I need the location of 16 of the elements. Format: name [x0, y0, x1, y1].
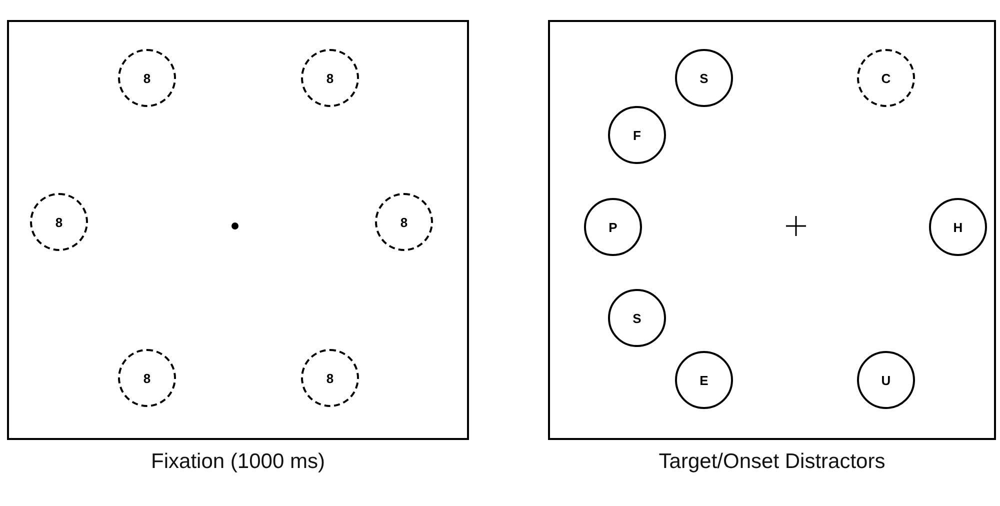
dashed-circle-label: C: [857, 49, 915, 107]
panel-caption: Target/Onset Distractors: [658, 450, 886, 474]
dashed-circle-label: 8: [375, 193, 433, 251]
letter-circle-label: S: [675, 49, 733, 107]
dashed-circle-label: 8: [118, 49, 176, 107]
letter-circle-label: F: [608, 106, 666, 164]
dashed-circle-label: 8: [301, 349, 359, 407]
letter-circle-label: S: [608, 289, 666, 347]
letter-circle-label: H: [929, 198, 987, 256]
letter-circle-label: P: [584, 198, 642, 256]
letter-circle-label: E: [675, 351, 733, 409]
letter-circle-label: U: [857, 351, 915, 409]
dashed-circle-label: 8: [301, 49, 359, 107]
dashed-circle-label: 8: [118, 349, 176, 407]
panel-caption: Fixation (1000 ms): [150, 450, 326, 474]
dashed-circle-label: 8: [30, 193, 88, 251]
